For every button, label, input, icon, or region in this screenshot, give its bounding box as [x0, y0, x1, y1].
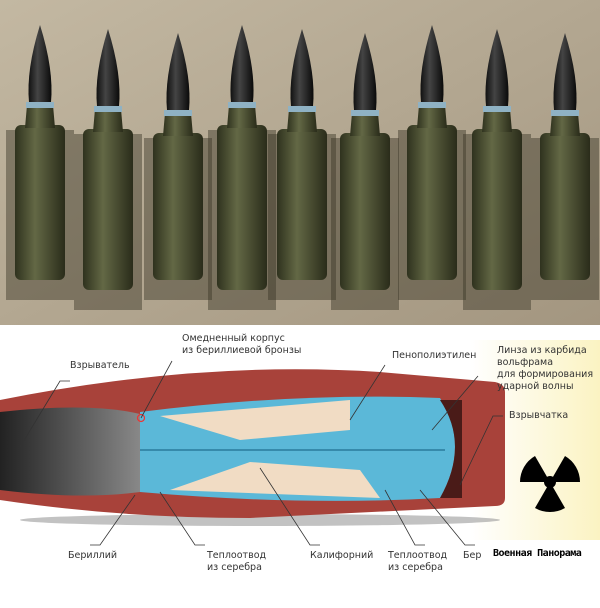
cartridge	[331, 33, 399, 310]
cartridge	[208, 25, 276, 310]
radiation-icon	[520, 456, 580, 513]
label-heatsink-left: Теплоотвод из серебра	[207, 550, 267, 573]
label-fuze: Взрыватель	[70, 360, 130, 371]
shell-diagram	[0, 369, 505, 518]
shell-shadow	[20, 514, 500, 526]
cartridge-row	[6, 25, 599, 310]
label-explosive: Взрывчатка	[509, 410, 569, 421]
label-foam: Пенополиэтилен	[392, 350, 477, 361]
watermark: Военная Панорама	[493, 548, 582, 559]
fuze	[0, 407, 140, 496]
explosive	[440, 400, 462, 498]
label-beryllium-right: Бер	[463, 550, 482, 561]
label-lens: Линза из карбида вольфрама для формирова…	[497, 345, 594, 392]
cartridge	[144, 33, 212, 300]
cartridge	[6, 25, 74, 300]
foam-bottom	[170, 462, 380, 498]
cartridge	[398, 25, 466, 300]
label-casing: Омедненный корпус из бериллиевой бронзы	[182, 333, 302, 356]
label-beryllium-left: Бериллий	[68, 550, 118, 561]
cartridge	[74, 29, 142, 310]
leader-lines	[19, 360, 503, 546]
cartridge	[531, 33, 599, 300]
label-californium: Калифорний	[310, 550, 374, 561]
foam-top	[160, 400, 350, 440]
cartridge	[268, 29, 336, 300]
cartridge	[463, 29, 531, 310]
label-heatsink-right: Теплоотвод из серебра	[388, 550, 448, 573]
